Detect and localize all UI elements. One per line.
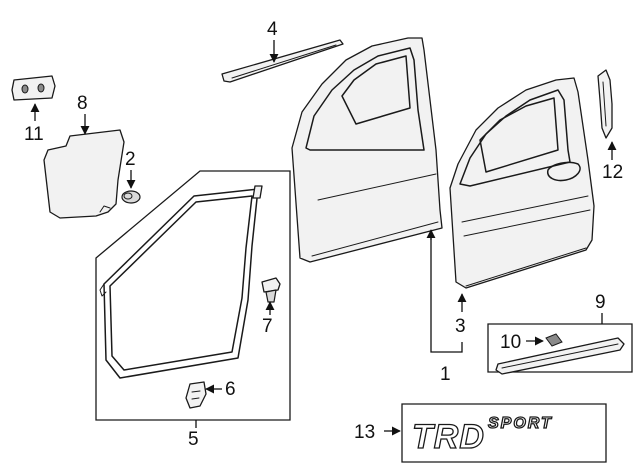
callout-11: 11 [24,124,44,145]
callout-8: 8 [77,93,88,114]
callout-9: 9 [595,292,606,313]
small-clip-part[interactable] [185,381,207,409]
emblem-panel [401,403,607,463]
door-molding-part[interactable] [495,337,625,375]
door-panel-part[interactable] [449,77,595,289]
emblem-text-main: TRD [412,418,485,456]
callout-1: 1 [440,364,451,385]
service-hole-cover-part[interactable] [43,129,125,219]
retainer-clip-part[interactable] [261,277,281,303]
belt-molding-part[interactable] [221,39,344,83]
callout-13: 13 [354,422,375,443]
edge-protector-part[interactable] [597,69,613,139]
molding-clip-part[interactable] [545,333,563,347]
callout-3: 3 [455,316,466,337]
callout-4: 4 [267,19,278,40]
leader-1 [430,232,463,353]
callout-5: 5 [188,429,199,450]
callout-7: 7 [262,316,273,337]
weatherstrip-panel [95,170,291,421]
plug-part[interactable] [121,190,141,204]
callout-10: 10 [500,332,521,353]
emblem-text-sub: SPORT [488,415,553,432]
callout-2: 2 [125,149,136,170]
callout-6: 6 [225,379,236,400]
clip-part[interactable] [11,75,56,101]
door-shell-part[interactable] [291,37,443,263]
trd-sport-emblem-part[interactable]: TRD SPORT [411,414,553,456]
door-weatherstrip-part[interactable] [99,185,263,379]
callout-12: 12 [602,162,623,183]
